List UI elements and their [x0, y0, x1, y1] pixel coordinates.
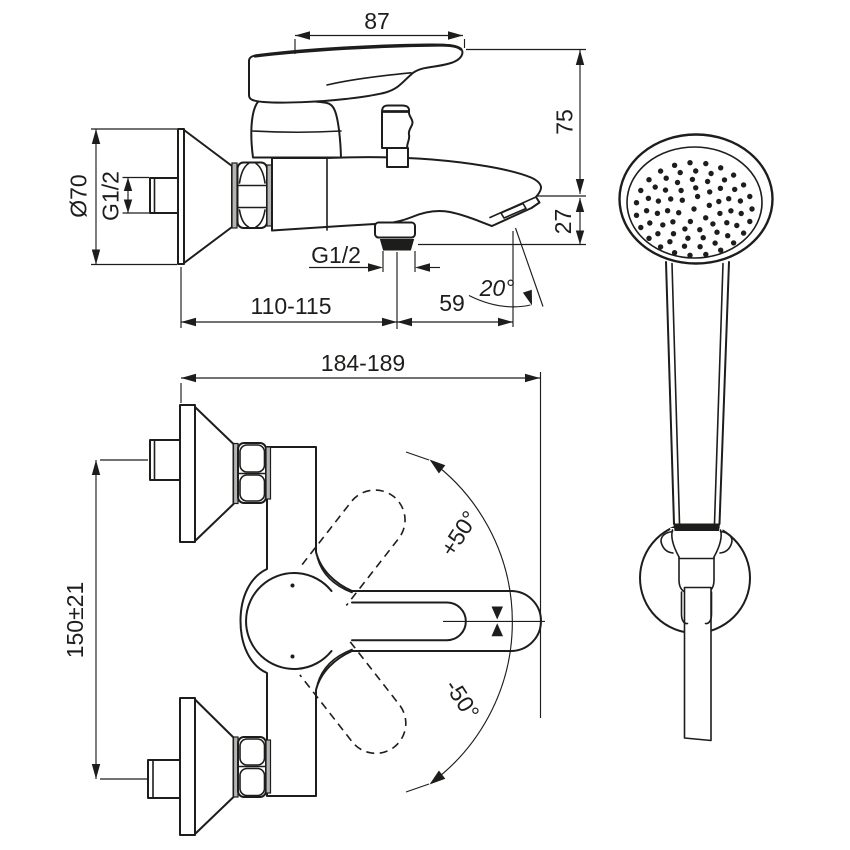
shower-head [618, 133, 774, 265]
plan-top-inlet [149, 404, 272, 543]
dim-swing-negative-label: -50° [440, 675, 485, 725]
dim-spout-drop-label: 27 [550, 209, 576, 235]
dim-handle-length-label: 87 [364, 8, 390, 34]
handle-swing-down-dashed [299, 641, 407, 755]
spout-body [271, 156, 543, 232]
aerator-insert [500, 202, 527, 219]
diverter-knob [381, 104, 414, 149]
shower-hose [680, 586, 713, 742]
handshower [618, 133, 774, 742]
swing-arc [430, 460, 513, 784]
spray-dots [633, 160, 755, 258]
diverter-stem [386, 147, 409, 168]
dim-inlet-thread-label: G1/2 [98, 171, 124, 221]
plan-bottom-inlet [147, 697, 272, 836]
side-wall-flange [177, 128, 185, 265]
side-view [149, 43, 543, 265]
dim-height-to-spout-label: 75 [552, 109, 578, 135]
shower-handle [665, 261, 730, 531]
plan-view [147, 404, 545, 836]
hose-outlet [374, 221, 416, 251]
plan-escutcheon-circle [245, 572, 333, 670]
handle-swing-up-dashed [301, 489, 406, 606]
dim-outlet-to-tip-label: 59 [439, 290, 465, 316]
dim-outlet-thread-label: G1/2 [311, 242, 361, 268]
dim-overall-depth-label: 184-189 [321, 350, 405, 376]
cartridge-dome [250, 97, 342, 159]
dim-inlet-spacing-label: 150±21 [62, 582, 88, 659]
side-union-nut [236, 161, 268, 229]
dim-swing-positive-label: +50° [435, 506, 483, 561]
dim-wall-to-outlet-label: 110-115 [251, 293, 332, 319]
dim-spout-angle-label: 20° [479, 275, 515, 301]
side-view-dimensions: 87 Ø70 G1/2 75 27 11 [66, 8, 586, 329]
plan-body-silhouette [239, 446, 542, 797]
dim-flange-diameter-label: Ø70 [66, 174, 92, 217]
